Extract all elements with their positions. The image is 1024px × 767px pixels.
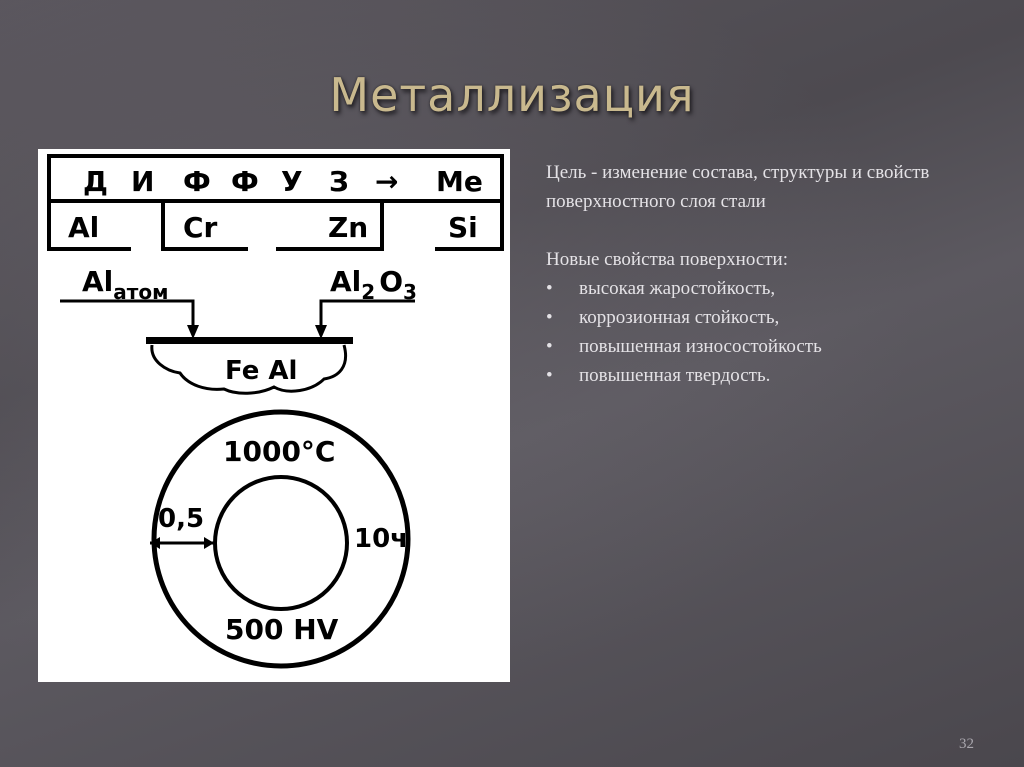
element-al: Al bbox=[68, 211, 99, 244]
list-item: • коррозионная стойкость, bbox=[546, 303, 996, 332]
diffusion-header-box bbox=[47, 154, 504, 203]
substrate-outline bbox=[150, 344, 347, 395]
list-item: • повышенная износостойкость bbox=[546, 332, 996, 361]
list-item-text: высокая жаростойкость, bbox=[579, 278, 776, 299]
al2o3-sub-2: 2 bbox=[361, 280, 375, 304]
list-item-text: повышенная износостойкость bbox=[579, 336, 822, 357]
element-cr: Cr bbox=[183, 211, 218, 244]
right-arrowhead-icon bbox=[315, 325, 327, 339]
bullet-icon: • bbox=[546, 336, 553, 357]
thickness-label: 0,5 bbox=[158, 504, 204, 534]
header-me: Me bbox=[436, 165, 483, 198]
header-letter-4: Ф bbox=[231, 165, 259, 198]
element-box-zn bbox=[276, 201, 384, 251]
element-box-cr bbox=[161, 201, 248, 251]
element-zn: Zn bbox=[328, 211, 368, 244]
al2o3-o: O bbox=[379, 265, 403, 298]
thickness-arrow-left-icon bbox=[150, 537, 160, 549]
time-label: 10ч bbox=[354, 524, 408, 554]
props-list: • высокая жаростойкость, • коррозионная ст… bbox=[546, 274, 996, 390]
description-text: Цель - изменение состава, структуры и св… bbox=[546, 158, 996, 390]
list-item-text: повышенная твердость. bbox=[579, 365, 771, 386]
bullet-icon: • bbox=[546, 278, 553, 299]
coating-layer bbox=[146, 337, 353, 344]
al2o3-sub-3: 3 bbox=[403, 280, 417, 304]
header-letter-6: З bbox=[329, 165, 349, 198]
inner-ring bbox=[213, 475, 349, 611]
header-letter-1: Д bbox=[83, 165, 108, 198]
right-flow-line bbox=[319, 299, 415, 332]
bullet-icon: • bbox=[546, 365, 553, 386]
props-heading: Новые свойства поверхности: bbox=[546, 249, 789, 270]
element-box-al bbox=[47, 201, 131, 251]
temperature-label: 1000°C bbox=[223, 435, 335, 468]
hardness-label: 500 HV bbox=[225, 613, 339, 646]
al-atom-label: Alатом bbox=[82, 265, 168, 304]
thickness-arrow-right-icon bbox=[204, 537, 214, 549]
page-number: 32 bbox=[959, 736, 974, 752]
header-arrow-icon: → bbox=[375, 165, 398, 198]
element-box-si bbox=[435, 201, 504, 251]
left-arrowhead-icon bbox=[187, 325, 199, 339]
list-item-text: коррозионная стойкость, bbox=[579, 307, 780, 328]
bullet-icon: • bbox=[546, 307, 553, 328]
element-si: Si bbox=[448, 211, 478, 244]
list-item: • высокая жаростойкость, bbox=[546, 274, 996, 303]
left-flow-line bbox=[60, 299, 195, 332]
goal-paragraph: Цель - изменение состава, структуры и св… bbox=[546, 162, 930, 212]
slide-title: Металлизация bbox=[329, 68, 695, 122]
al2o3-al: Al bbox=[330, 265, 361, 298]
header-letter-3: Ф bbox=[183, 165, 211, 198]
al-atom-main: Al bbox=[82, 265, 113, 298]
outer-ring bbox=[151, 409, 411, 669]
header-letter-5: У bbox=[281, 165, 303, 198]
list-item: • повышенная твердость. bbox=[546, 361, 996, 390]
header-letter-2: И bbox=[131, 165, 154, 198]
compound-label: Fe Al bbox=[225, 356, 297, 386]
